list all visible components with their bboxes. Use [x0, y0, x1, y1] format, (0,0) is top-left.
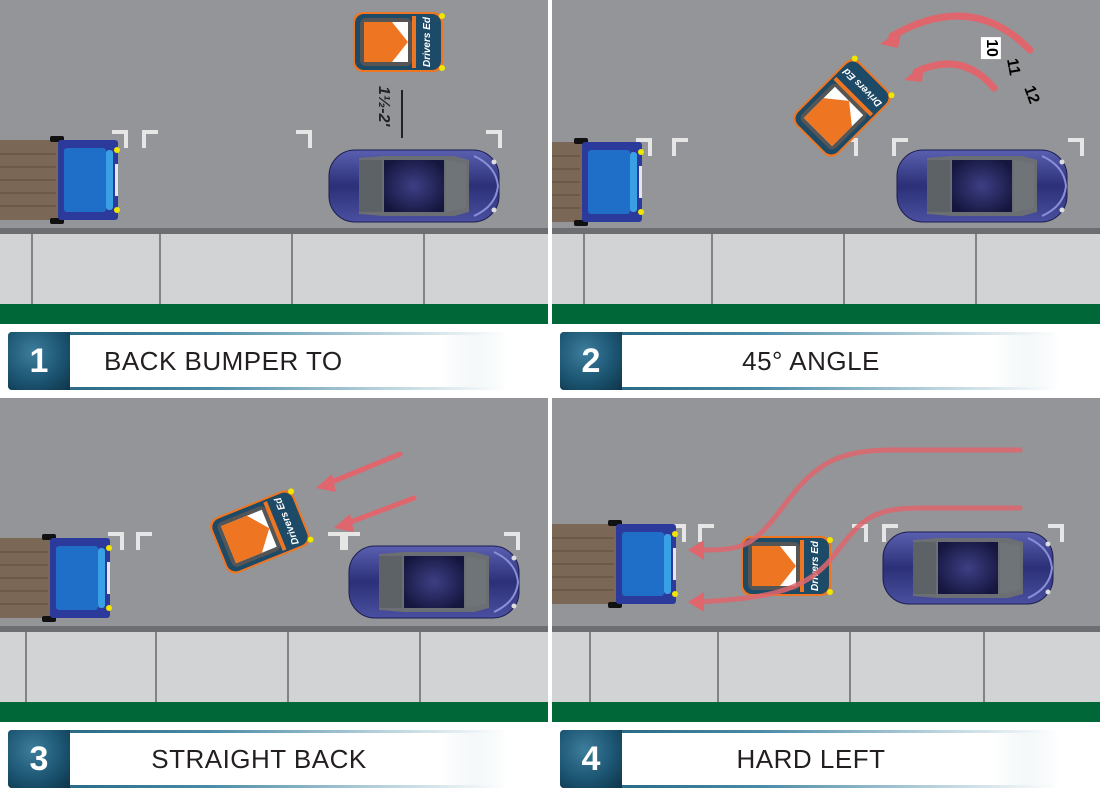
parking-scene: [552, 398, 1100, 722]
clock-position-11: 11: [1003, 57, 1023, 77]
parking-space-markers: [112, 130, 502, 148]
step-number: 2: [560, 332, 622, 390]
step-panel-1: 1½-2′ 1 BACK BUMPER TO BUMPER: [0, 0, 548, 434]
straight-back-arrows: [319, 451, 417, 529]
parked-truck: [552, 137, 645, 227]
sidewalk-joints: [589, 632, 985, 702]
step-label: 2 45° ANGLE: [560, 332, 1060, 390]
sidewalk-joints: [31, 234, 425, 304]
step-label: 4 HARD LEFT: [560, 730, 1060, 788]
arrow-heads: [880, 28, 924, 82]
step-title: BACK BUMPER TO BUMPER: [104, 346, 343, 434]
step-title: 45° ANGLE: [742, 346, 880, 376]
drivers-ed-car: [788, 53, 897, 162]
drivers-ed-car: [207, 486, 315, 577]
step-title: HARD LEFT: [736, 744, 886, 774]
parking-space-markers: [108, 532, 520, 550]
parked-sedan: [348, 545, 520, 619]
step-panel-4: 4 HARD LEFT: [552, 398, 1100, 798]
arrow-heads: [316, 474, 354, 532]
parked-truck: [552, 519, 679, 609]
step-label: 3 STRAIGHT BACK: [8, 730, 508, 788]
step-title: STRAIGHT BACK: [151, 744, 367, 774]
parking-scene: [0, 398, 548, 722]
step-panel-3: 3 STRAIGHT BACK: [0, 398, 548, 798]
parking-scene: 10 11 12: [552, 0, 1100, 324]
parked-truck: [0, 135, 121, 225]
distance-annotation: 1½-2′: [375, 86, 392, 127]
hard-left-paths: [695, 447, 1023, 605]
steering-arrows: [888, 12, 1034, 92]
curb-sidewalk: [552, 228, 1100, 324]
parked-truck: [0, 533, 113, 623]
step-number: 4: [560, 730, 622, 788]
step-label: 1 BACK BUMPER TO BUMPER: [8, 332, 508, 434]
drivers-ed-car: [353, 12, 445, 72]
parked-sedan: [882, 531, 1054, 605]
clock-position-10: 10: [980, 37, 1001, 59]
step-number: 3: [8, 730, 70, 788]
curb-sidewalk: [0, 228, 548, 324]
curb-sidewalk: [0, 626, 548, 722]
parking-scene: 1½-2′: [0, 0, 548, 324]
arrow-heads: [688, 540, 704, 612]
step-number: 1: [8, 332, 70, 390]
step-panel-2: 10 11 12 2 45° ANGLE: [552, 0, 1100, 400]
curb-sidewalk: [552, 626, 1100, 722]
parked-sedan: [896, 149, 1068, 223]
sidewalk-joints: [583, 234, 977, 304]
sidewalk-joints: [25, 632, 421, 702]
parked-sedan: [328, 149, 500, 223]
